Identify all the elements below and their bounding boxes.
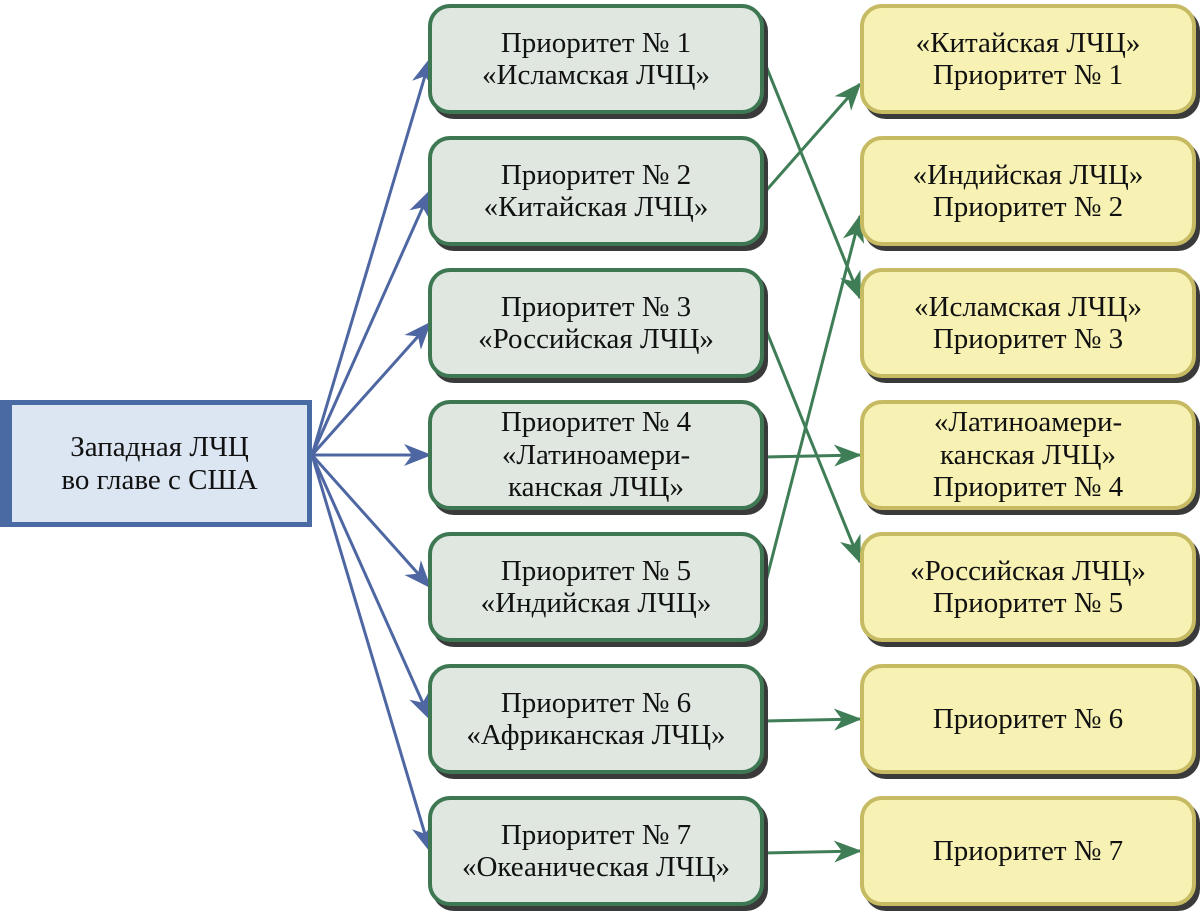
green-arrow-1-to-3 [762, 60, 862, 300]
middle-priority-3-box: Приоритет № 3 «Российская ЛЧЦ» [428, 268, 764, 378]
blue-arrow-to-middle-1 [310, 57, 434, 456]
blue-arrow-to-middle-6 [310, 454, 432, 721]
middle-2-line-1: Приоритет № 2 [500, 158, 692, 191]
middle-4-line-1: Приоритет № 4 [500, 406, 692, 439]
middle-3-line-1: Приоритет № 3 [500, 290, 692, 323]
right-priority-1-box: «Китайская ЛЧЦ» Приоритет № 1 [860, 4, 1196, 114]
right-6-line-1: Приоритет № 6 [932, 702, 1124, 735]
right-priority-7-box: Приоритет № 7 [860, 796, 1196, 906]
right-3-line-2: Приоритет № 3 [932, 323, 1124, 355]
middle-6-line-2: «Африканская ЛЧЦ» [466, 719, 726, 751]
right-5-line-2: Приоритет № 5 [932, 587, 1124, 619]
western-civilization-box: Западная ЛЧЦ во главе с США [0, 400, 312, 527]
right-2-line-2: Приоритет № 2 [932, 191, 1124, 223]
right-priority-5-box: «Российская ЛЧЦ» Приоритет № 5 [860, 532, 1196, 642]
right-7-line-1: Приоритет № 7 [932, 834, 1124, 867]
middle-6-line-1: Приоритет № 6 [500, 686, 692, 719]
middle-7-line-2: «Океаническая ЛЧЦ» [461, 851, 731, 883]
source-line-2: во главе с США [61, 463, 258, 496]
middle-priority-2-box: Приоритет № 2 «Китайская ЛЧЦ» [428, 136, 764, 246]
right-4-line-3: Приоритет № 4 [932, 471, 1124, 504]
right-1-line-2: Приоритет № 1 [932, 59, 1124, 91]
right-priority-3-box: «Исламская ЛЧЦ» Приоритет № 3 [860, 268, 1196, 378]
middle-priority-7-box: Приоритет № 7 «Океаническая ЛЧЦ» [428, 796, 764, 906]
right-priority-2-box: «Индийская ЛЧЦ» Приоритет № 2 [860, 136, 1196, 246]
right-5-line-1: «Российская ЛЧЦ» [910, 554, 1146, 587]
middle-2-line-2: «Китайская ЛЧЦ» [483, 191, 709, 223]
green-arrow-4-to-4 [763, 444, 862, 467]
right-1-line-1: «Китайская ЛЧЦ» [915, 26, 1141, 59]
green-arrow-2-to-1 [762, 82, 862, 194]
right-priority-6-box: Приоритет № 6 [860, 664, 1196, 774]
middle-5-line-2: «Индийская ЛЧЦ» [480, 587, 712, 619]
right-3-line-1: «Исламская ЛЧЦ» [914, 290, 1142, 323]
right-priority-4-box: «Латиноамери- канская ЛЧЦ» Приоритет № 4 [860, 400, 1196, 510]
green-arrow-3-to-5 [762, 324, 862, 564]
blue-arrow-to-middle-3 [310, 321, 432, 456]
right-2-line-1: «Индийская ЛЧЦ» [912, 158, 1144, 191]
middle-5-line-1: Приоритет № 5 [500, 554, 692, 587]
green-arrow-6-to-6 [763, 708, 862, 731]
middle-priority-1-box: Приоритет № 1 «Исламская ЛЧЦ» [428, 4, 764, 114]
middle-priority-5-box: Приоритет № 5 «Индийская ЛЧЦ» [428, 532, 764, 642]
middle-priority-4-box: Приоритет № 4 «Латиноамери- канская ЛЧЦ» [428, 400, 764, 510]
middle-3-line-2: «Российская ЛЧЦ» [478, 323, 714, 355]
green-arrow-7-to-7 [763, 840, 862, 863]
middle-4-line-3: канская ЛЧЦ» [508, 471, 684, 504]
blue-arrow-to-middle-2 [310, 189, 432, 456]
right-4-line-1: «Латиноамери- [933, 406, 1123, 439]
blue-arrow-to-middle-5 [310, 454, 432, 589]
middle-4-line-2: «Латиноамери- [501, 438, 691, 471]
middle-priority-6-box: Приоритет № 6 «Африканская ЛЧЦ» [428, 664, 764, 774]
blue-arrow-to-middle-7 [310, 454, 434, 853]
green-arrow-5-to-2 [762, 214, 865, 590]
middle-7-line-1: Приоритет № 7 [500, 818, 692, 851]
middle-1-line-1: Приоритет № 1 [500, 26, 692, 59]
source-line-1: Западная ЛЧЦ [70, 431, 249, 464]
middle-1-line-2: «Исламская ЛЧЦ» [482, 59, 710, 91]
right-4-line-2: канская ЛЧЦ» [940, 438, 1116, 471]
